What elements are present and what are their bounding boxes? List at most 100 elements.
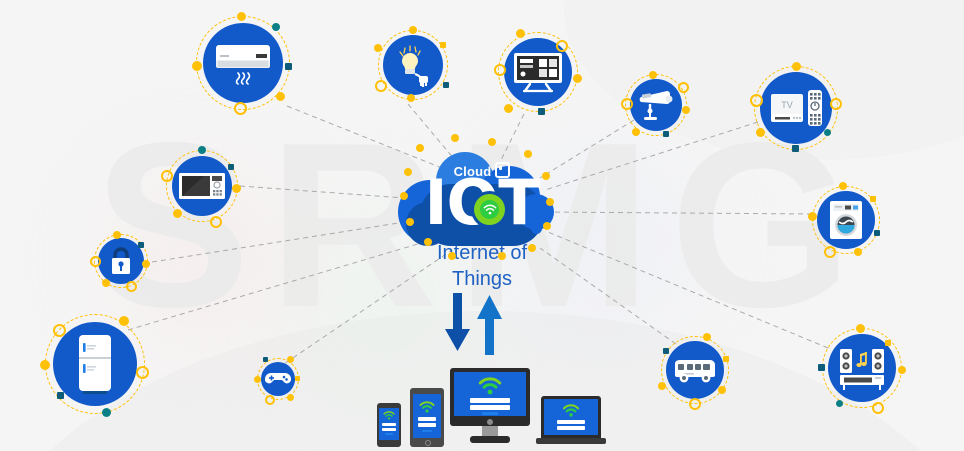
ring-dot [161,170,173,182]
ring-dot [272,23,280,31]
ring-dot [263,357,268,362]
device-node-set-top-box[interactable]: TV [750,62,842,152]
device-node-refrigerator[interactable] [40,314,149,417]
ring-dot [885,340,891,346]
cloud-label-row: Cloud [392,162,572,179]
device-node-air-conditioner[interactable] [192,12,292,115]
ring-dot [198,146,206,154]
ring-dot [792,145,799,152]
device-node-smart-lock[interactable] [90,231,150,292]
screen-bar [557,426,585,430]
device-node-game-console[interactable] [254,356,300,405]
monitor-power-dot [487,419,493,425]
ring-dot [40,360,50,370]
client-devices-group [370,358,610,448]
ring-dot [443,82,449,88]
screen-bar [422,430,432,432]
device-disc [383,35,443,95]
device-disc [630,79,682,131]
ring-dot [750,94,763,107]
washing-machine-icon [830,201,862,239]
ring-dot [440,42,446,48]
client-device-desktop-monitor[interactable] [450,368,530,446]
chip-icon [495,162,511,178]
device-node-microwave[interactable] [161,146,241,228]
monitor-screen [454,372,526,416]
iot-cloud-logo: Cloud IOT [392,150,572,260]
upload-arrow-icon [477,295,502,355]
ring-dot [556,40,568,52]
ring-dot [126,281,137,292]
ring-dot [516,29,525,38]
device-disc [828,334,896,402]
device-node-bus[interactable] [658,333,729,410]
ring-dot [138,242,144,248]
ring-dot [718,386,726,394]
gamepad-icon [265,373,291,384]
ring-dot [872,402,884,414]
ring-dot [870,196,876,202]
ring-dot [234,102,247,115]
client-device-tablet[interactable] [410,388,444,447]
stereo-speakers-icon [840,349,884,390]
device-disc [817,191,875,249]
screen-bar [482,412,498,415]
device-disc [261,362,295,396]
ring-dot [663,131,669,137]
device-disc [98,238,144,284]
device-node-washing-machine[interactable] [808,182,880,258]
ring-dot [824,129,831,136]
bus-icon [675,359,715,383]
ring-dot [173,209,182,218]
ring-dot [287,356,294,363]
microwave-icon [179,173,225,199]
wifi-icon [478,377,502,395]
ring-dot [723,356,729,362]
ring-dot [658,382,666,390]
ring-dot [808,212,817,221]
wifi-icon [562,404,580,417]
ring-dot [374,44,382,52]
music-note-icon [856,352,867,367]
television-icon [514,53,562,93]
ring-dot [830,98,842,110]
device-node-audio-system[interactable] [818,324,906,414]
padlock-icon [112,247,130,274]
client-device-smartphone[interactable] [377,403,401,447]
device-node-security-camera[interactable] [621,71,690,137]
tablet-screen [413,394,441,438]
data-flow-arrows [445,293,502,355]
ring-dot [285,63,292,70]
device-disc [172,156,232,216]
ring-dot [504,104,513,113]
ring-dot [113,231,121,239]
download-arrow-icon [445,293,470,351]
wifi-icon [419,401,435,413]
ring-dot [409,26,417,34]
ring-dot [142,260,150,268]
phone-screen [379,408,399,440]
cctv-camera-icon [639,91,673,120]
ring-dot [756,128,765,137]
ring-dot [232,184,241,193]
ring-dot [703,333,711,341]
device-node-smart-tv[interactable] [494,29,582,115]
ring-dot [663,348,669,354]
ring-dot [824,246,836,258]
air-conditioner-icon [216,45,270,85]
ring-dot [621,98,633,110]
ring-dot [678,82,689,93]
svg-text:TV: TV [781,100,793,110]
screen-bar [382,428,396,431]
screen-bar [382,423,396,426]
ring-dot [276,92,285,101]
ring-dot [295,376,300,381]
ring-dot [632,128,640,136]
ring-dot [265,395,275,405]
device-node-smart-bulb[interactable] [374,26,449,102]
ring-dot [287,394,294,401]
client-device-laptop[interactable] [536,396,606,446]
laptop-screen [544,399,598,435]
